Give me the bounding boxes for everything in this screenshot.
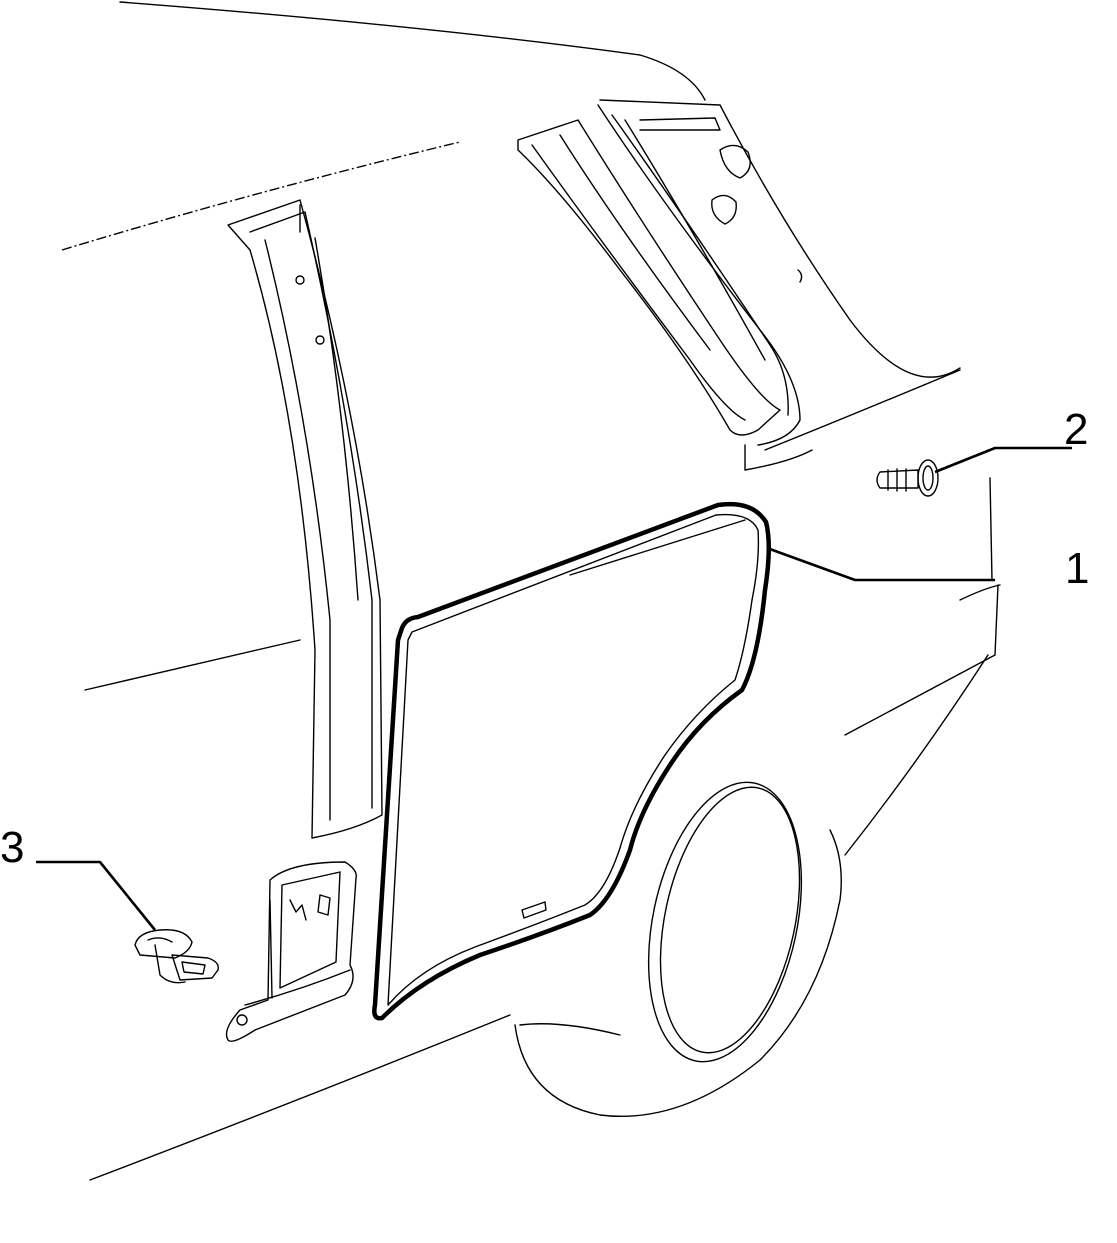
car-body-outline (61, 1, 1001, 1181)
leader-line-3 (36, 860, 157, 931)
part-2-screw (876, 459, 939, 497)
leader-lines (36, 446, 1072, 931)
callout-label-2: 2 (1064, 405, 1088, 454)
part-3-clip (134, 929, 219, 984)
b-pillar-trim (227, 199, 383, 839)
c-pillar-trim (517, 99, 961, 471)
lower-pillar-trim (225, 861, 357, 1042)
part-1-door-seal (372, 501, 772, 1021)
callout-label-1: 1 (1065, 544, 1089, 593)
leader-line-2 (934, 446, 1072, 474)
callout-label-3: 3 (0, 823, 24, 872)
wheel-arch (514, 781, 842, 1118)
leader-line-1 (766, 546, 995, 582)
